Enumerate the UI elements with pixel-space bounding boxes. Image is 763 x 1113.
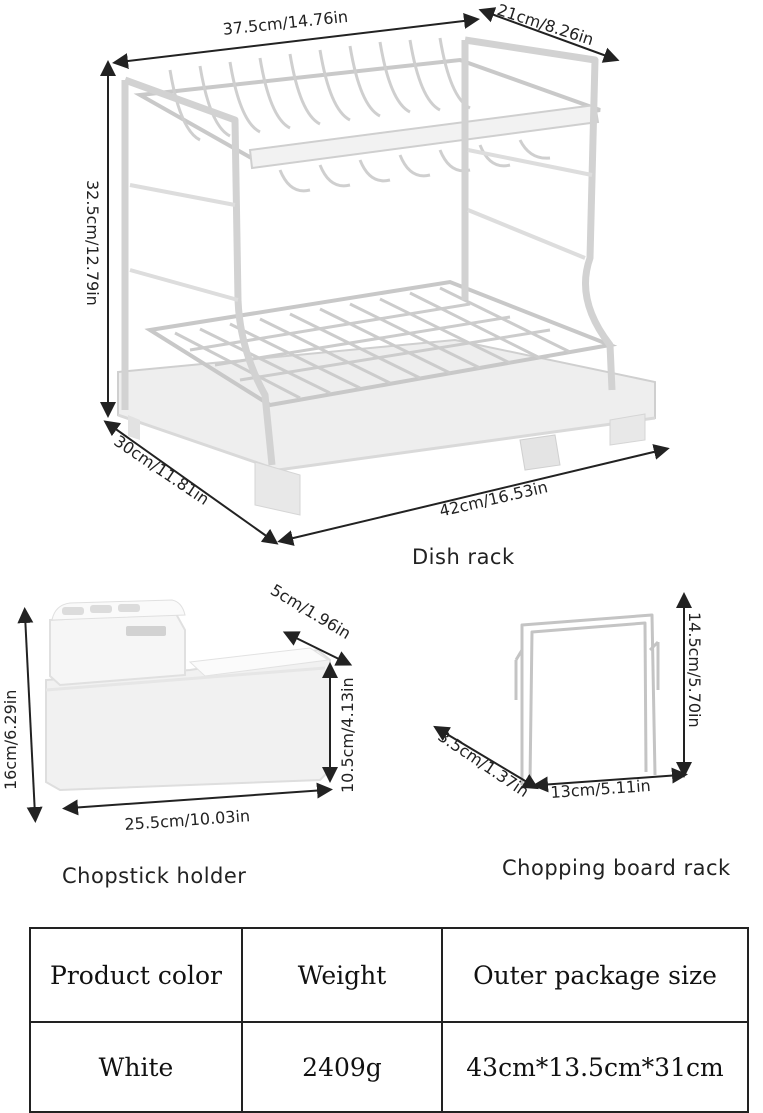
- board-rack-caption: Chopping board rack: [502, 856, 731, 880]
- header-weight: Weight: [241, 927, 443, 1023]
- chopstick-total-height-label: 16cm/6.29in: [1, 689, 20, 790]
- value-weight: 2409g: [241, 1021, 443, 1113]
- header-product-color: Product color: [29, 927, 243, 1023]
- value-package-size: 43cm*13.5cm*31cm: [441, 1021, 749, 1113]
- spec-table-value-row: White 2409g 43cm*13.5cm*31cm: [29, 1021, 749, 1113]
- board-rack-drawing: [433, 592, 692, 793]
- dish-rack-height-label: 32.5cm/12.79in: [83, 180, 102, 306]
- value-product-color: White: [29, 1021, 243, 1113]
- chopstick-box-height-label: 10.5cm/4.13in: [338, 677, 357, 793]
- chopstick-holder-caption: Chopstick holder: [62, 864, 247, 888]
- chopstick-holder-drawing: [17, 599, 353, 823]
- spec-table-header-row: Product color Weight Outer package size: [29, 927, 749, 1023]
- dish-rack-caption: Dish rack: [412, 545, 515, 569]
- spec-table: Product color Weight Outer package size …: [29, 927, 749, 1113]
- board-rack-height-label: 14.5cm/5.70in: [685, 612, 704, 728]
- header-package-size: Outer package size: [441, 927, 749, 1023]
- dish-rack-drawing: [100, 7, 670, 546]
